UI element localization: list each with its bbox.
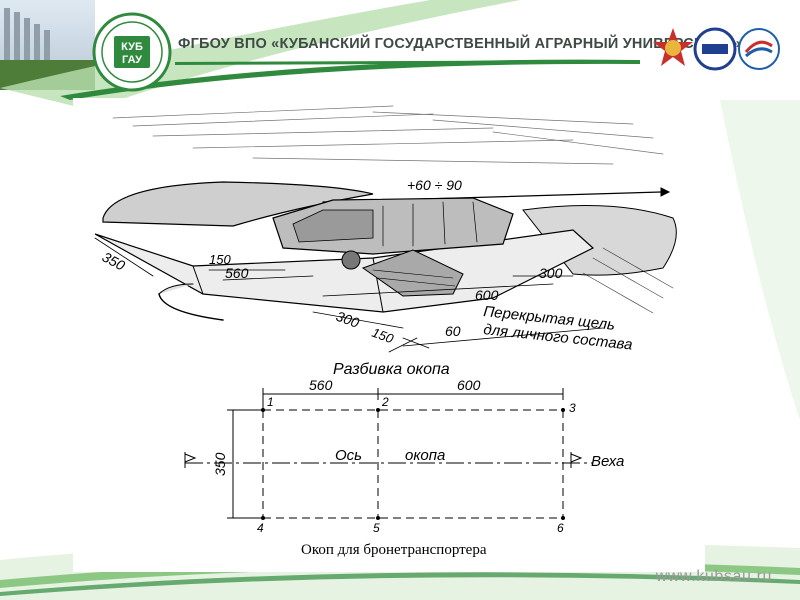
logo-text-bottom: ГАУ	[122, 54, 142, 66]
plan-dim-350: 350	[212, 452, 228, 476]
quality-badge-icon	[693, 27, 737, 71]
plan-dim-560: 560	[309, 377, 333, 393]
point-2: 2	[381, 395, 389, 409]
dim-600-top: 600	[475, 287, 499, 303]
point-1: 1	[267, 395, 274, 409]
point-4: 4	[257, 521, 264, 535]
education-badge-icon	[738, 28, 780, 70]
trench-diagram: +60 ÷ 90 350 150 560 300 600 300 150 60 …	[73, 98, 705, 572]
axis-label-1: Ось	[335, 447, 362, 464]
dim-300-bottom: 300	[334, 308, 362, 331]
point-3: 3	[569, 401, 576, 415]
plan-drawing	[184, 388, 593, 519]
dim-150-bottom: 150	[370, 325, 396, 347]
university-logo: КУБ ГАУ	[92, 12, 172, 92]
angle-label: +60 ÷ 90	[407, 177, 462, 193]
dim-560-top: 560	[225, 265, 249, 281]
dim-300-right: 300	[539, 265, 563, 281]
order-badge-icon	[653, 28, 693, 66]
footer-url[interactable]: www.kubsau.ru	[655, 568, 772, 585]
logo-text-top: КУБ	[121, 41, 143, 53]
dim-60: 60	[445, 323, 461, 339]
perspective-drawing	[94, 105, 677, 353]
dim-150-left: 150	[209, 252, 231, 267]
point-6: 6	[557, 521, 564, 535]
point-5: 5	[373, 521, 380, 535]
plan-title: Разбивка окопа	[333, 361, 450, 378]
plan-dim-600: 600	[457, 377, 481, 393]
marker-label: Веха	[591, 453, 624, 470]
plan-caption: Окоп для бронетранспортера	[301, 542, 487, 558]
header-title: ФГБОУ ВПО «КУБАНСКИЙ ГОСУДАРСТВЕННЫЙ АГР…	[178, 36, 741, 52]
axis-label-2: окопа	[405, 447, 445, 464]
